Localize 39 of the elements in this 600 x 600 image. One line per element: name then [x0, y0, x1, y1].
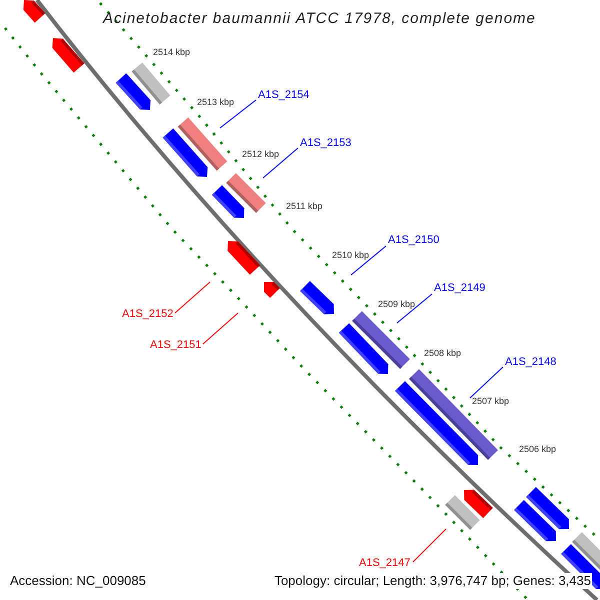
gene-label: A1S_2147 — [359, 557, 410, 570]
leader-line — [202, 312, 238, 344]
gene-bar — [264, 282, 280, 298]
scale-label: 2512 kbp — [242, 149, 280, 160]
gene-label: A1S_2151 — [150, 339, 202, 352]
gene-bar — [445, 495, 480, 530]
gene-bar — [514, 500, 556, 542]
gene-bar — [162, 128, 208, 177]
leader-line — [470, 366, 504, 398]
gene-bar — [338, 323, 388, 374]
genome-info-note: Topology: circular; Length: 3,976,747 bp; Genes: 3,435 — [273, 573, 592, 589]
gene-label: A1S_2152 — [122, 308, 174, 321]
scale-label: 2514 kbp — [153, 47, 190, 58]
scale-label: 2506 kbp — [519, 444, 556, 455]
scale-label: 2509 kbp — [378, 299, 416, 310]
gene-label: A1S_2150 — [388, 234, 440, 247]
leader-line — [174, 282, 210, 314]
gene-label: A1S_2154 — [258, 89, 310, 102]
scale-label: 2507 kbp — [472, 396, 510, 407]
gene-label: A1S_2153 — [300, 137, 352, 150]
title: Acinetobacter baumannii ATCC 17978, complete genome — [103, 9, 536, 29]
leader-line — [262, 148, 298, 178]
leader-line — [412, 528, 446, 562]
gene-bar — [228, 241, 260, 275]
scale-label: 2508 kbp — [424, 348, 462, 359]
gene-bar — [52, 38, 84, 73]
scale-label: 2511 kbp — [286, 201, 322, 212]
leader-line — [220, 100, 256, 128]
gene-bar — [300, 281, 334, 314]
gene-bar — [116, 73, 150, 110]
accession-note: Accession: NC_009085 — [9, 573, 147, 589]
scale-label: 2513 kbp — [197, 97, 234, 108]
gene-label: A1S_2148 — [505, 356, 556, 369]
scale-label: 2510 kbp — [332, 250, 370, 261]
gene-bar — [212, 185, 244, 218]
gene-bar — [23, 0, 46, 23]
leader-line — [396, 294, 432, 324]
gene-label: A1S_2149 — [434, 282, 486, 295]
leader-line — [350, 246, 386, 276]
